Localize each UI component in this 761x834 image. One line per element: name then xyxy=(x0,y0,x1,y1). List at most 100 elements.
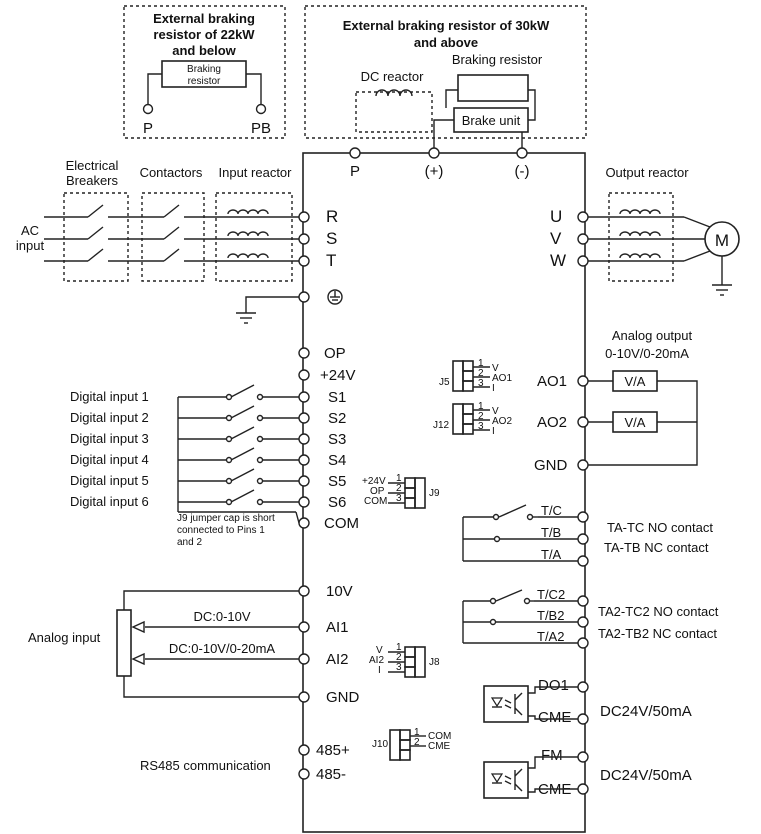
svg-text:1: 1 xyxy=(478,401,484,412)
j5-name: J5 xyxy=(439,377,450,388)
analog-input-label: Analog input xyxy=(28,630,101,645)
terminal-p-circle xyxy=(142,103,154,115)
ground-icon xyxy=(327,289,343,305)
braking-resistor-box xyxy=(457,74,529,102)
breakers-line-1: Electrical xyxy=(66,158,119,173)
terminal-24v xyxy=(298,369,310,381)
terminal-ao1 xyxy=(577,375,589,387)
svg-text:2: 2 xyxy=(396,483,402,494)
terminal-ground xyxy=(298,291,310,303)
terminal-ta2-label: T/A2 xyxy=(537,629,564,644)
svg-text:COM: COM xyxy=(428,731,451,742)
input-reactor-frame xyxy=(215,192,293,282)
motor-label: M xyxy=(715,231,729,250)
j9-note-line-3: and 2 xyxy=(177,537,202,548)
terminal-tc2-label: T/C2 xyxy=(537,587,565,602)
terminal-s1 xyxy=(298,391,310,403)
terminal-t xyxy=(298,255,310,267)
optocoupler-2 xyxy=(483,761,529,799)
terminal-s3-label: S3 xyxy=(328,431,346,448)
j8-name: J8 xyxy=(429,657,440,668)
terminal-w-label: W xyxy=(550,251,566,270)
terminal-tb-label: T/B xyxy=(541,525,561,540)
terminal-s4-label: S4 xyxy=(328,452,346,469)
svg-text:AO2: AO2 xyxy=(492,416,512,427)
output-reactor-label: Output reactor xyxy=(605,165,689,180)
terminal-s5-label: S5 xyxy=(328,473,346,490)
terminal-minus xyxy=(516,147,528,159)
wire xyxy=(433,119,454,148)
phase-line-t xyxy=(44,248,304,262)
svg-text:AO1: AO1 xyxy=(492,373,512,384)
input-reactor-label: Input reactor xyxy=(219,165,293,180)
j12-name: J12 xyxy=(433,420,450,431)
terminal-pb-circle xyxy=(255,103,267,115)
terminal-pb-label: PB xyxy=(251,120,271,137)
terminal-s4 xyxy=(298,454,310,466)
wire xyxy=(147,73,162,104)
digital-input-6-label: Digital input 6 xyxy=(70,494,149,509)
analog-output-title-1: Analog output xyxy=(612,328,693,343)
switch-s1 xyxy=(178,384,299,401)
terminal-s2-label: S2 xyxy=(328,410,346,427)
box-title-line-1: External braking xyxy=(153,11,255,26)
terminal-com xyxy=(298,517,310,529)
svg-text:I: I xyxy=(378,665,381,676)
led-icon xyxy=(490,697,504,708)
terminal-t-label: T xyxy=(326,251,336,270)
inverter-body xyxy=(302,152,586,833)
terminal-24v-label: +24V xyxy=(320,367,355,384)
terminal-cme-2 xyxy=(577,783,589,795)
svg-text:I: I xyxy=(492,426,495,437)
dc-reactor-label: DC reactor xyxy=(361,69,425,84)
terminal-ao1-label: AO1 xyxy=(537,373,567,390)
svg-text:AI2: AI2 xyxy=(369,655,384,666)
terminal-485-minus-label: 485- xyxy=(316,766,346,783)
box-title-line-1: External braking resistor of 30kW xyxy=(343,18,550,33)
terminal-tb2-label: T/B2 xyxy=(537,608,564,623)
ac-input-line-2: input xyxy=(16,238,45,253)
ac-input-line-1: AC xyxy=(21,223,39,238)
terminal-cme-1 xyxy=(577,713,589,725)
svg-text:V/A: V/A xyxy=(625,415,646,430)
dc-reactor-frame xyxy=(355,91,433,133)
terminal-10v xyxy=(298,585,310,597)
ai2-arrow-icon xyxy=(131,652,145,666)
switch-s4 xyxy=(178,447,299,464)
left-control-terminals: OP +24V S1 S2 S3 S4 S5 S6 COM 10V AI1 AI… xyxy=(298,345,360,783)
svg-text:1: 1 xyxy=(396,473,402,484)
switch-s2 xyxy=(178,405,299,422)
analog-input-section: Analog input DC:0-10V DC:0-10V/0-20mA RS… xyxy=(28,590,299,773)
external-braking-30kw-box: External braking resistor of 30kW and ab… xyxy=(304,5,587,148)
contactors-label: Contactors xyxy=(140,165,203,180)
phase-line-s xyxy=(44,226,304,240)
terminal-do1-label: DO1 xyxy=(538,677,569,694)
ai1-signal-label: DC:0-10V xyxy=(193,609,250,624)
svg-text:OP: OP xyxy=(370,486,385,497)
svg-text:V: V xyxy=(492,363,499,374)
wire xyxy=(528,89,536,121)
relay1-line-2: TA-TB NC contact xyxy=(604,540,709,555)
dc-reactor-coil xyxy=(375,89,413,97)
external-braking-22kw-box: External braking resistor of 22kW and be… xyxy=(123,5,286,139)
digital-input-3-label: Digital input 3 xyxy=(70,431,149,446)
terminal-cme-1-label: CME xyxy=(538,709,571,726)
terminal-op xyxy=(298,347,310,359)
terminal-plus-label: (+) xyxy=(425,163,444,180)
braking-resistor-line-2: resistor xyxy=(188,76,221,87)
terminal-s1-label: S1 xyxy=(328,389,346,406)
braking-resistor-label: Braking resistor xyxy=(452,52,543,67)
terminal-s5 xyxy=(298,475,310,487)
svg-text:I: I xyxy=(492,383,495,394)
j9-note-line-1: J9 jumper cap is short xyxy=(177,513,275,524)
rs485-label: RS485 communication xyxy=(140,758,271,773)
terminal-w xyxy=(577,255,589,267)
svg-text:2: 2 xyxy=(396,652,402,663)
terminal-com-label: COM xyxy=(324,515,359,532)
relay2-line-1: TA2-TC2 NO contact xyxy=(598,604,719,619)
terminal-ai2-label: AI2 xyxy=(326,651,349,668)
svg-text:3: 3 xyxy=(478,421,484,432)
terminal-do1 xyxy=(577,681,589,693)
fm-rating: DC24V/50mA xyxy=(600,767,692,784)
optocoupler-1 xyxy=(483,685,529,723)
